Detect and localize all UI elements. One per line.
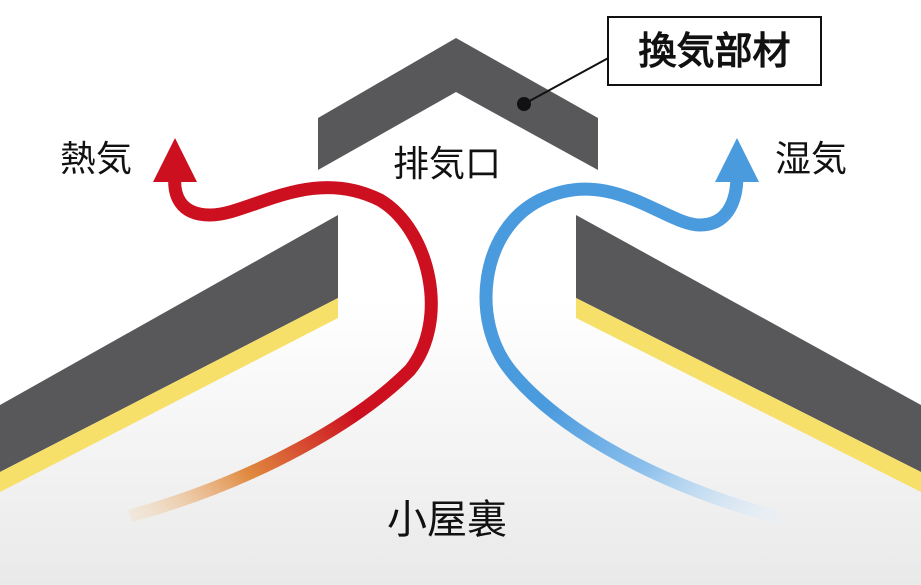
right-roof: [576, 215, 921, 472]
ventilation-member-callout: 換気部材: [607, 16, 822, 86]
heat-label: 熱気: [60, 139, 133, 180]
left-roof: [0, 215, 338, 472]
heat-flow-path: [128, 174, 438, 523]
ventilation-member-label: 換気部材: [638, 29, 791, 73]
humidity-flow-path: [479, 174, 782, 525]
callout-leader: [523, 55, 613, 105]
right-insulation: [576, 298, 921, 492]
attic-space: [0, 300, 921, 585]
left-insulation: [0, 298, 338, 492]
ridge-vent-cap: [318, 38, 598, 170]
exhaust-port-label: 排気口: [393, 144, 502, 185]
attic-label: 小屋裏: [387, 497, 507, 543]
callout-dot: [517, 97, 531, 111]
humidity-arrow-icon: [715, 138, 759, 182]
heat-arrow-icon: [153, 138, 197, 182]
humidity-label: 湿気: [775, 139, 848, 180]
